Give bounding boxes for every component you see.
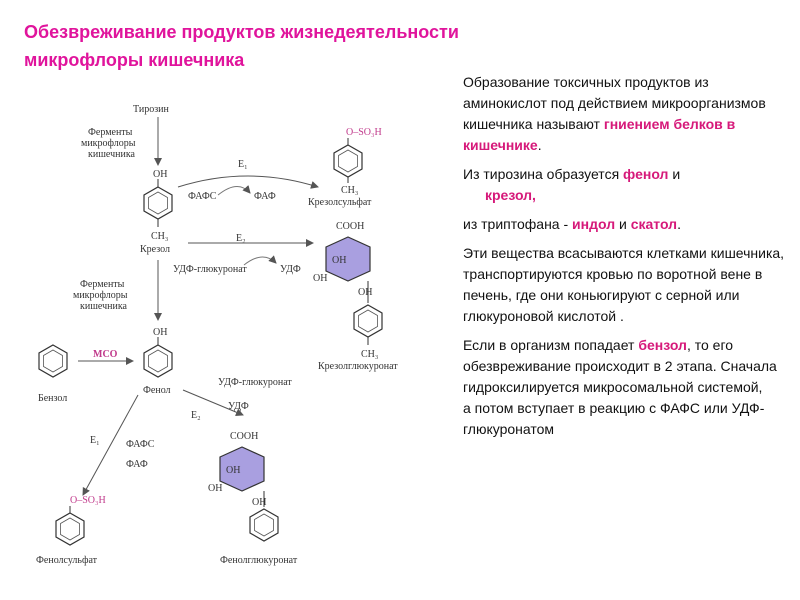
phenolgluc-oh-left: OH <box>208 483 222 494</box>
phenol-ring <box>143 344 173 378</box>
phenolgluc-oh-bottom: OH <box>252 497 266 508</box>
arrow-udpgluc-udp <box>243 255 277 266</box>
highlight-putrefaction: гниением белков в кишечнике <box>463 116 736 153</box>
phenol-oh: OH <box>153 327 167 338</box>
enzymes-label-1: Ферменты микрофлоры кишечника <box>81 127 138 160</box>
udpgluc-top: УДФ-глюкуронат <box>173 264 247 275</box>
paragraph-benzene: Если в организм попадает бензол, то его … <box>463 335 788 440</box>
cresolsulfate-ring <box>333 144 363 178</box>
benzene-label: Бензол <box>38 393 67 404</box>
detox-scheme: Тирозин Ферменты микрофлоры кишечника OH… <box>36 104 398 566</box>
benzene-ring <box>38 344 68 378</box>
mco-label: МСО <box>93 349 118 360</box>
udp-top: УДФ <box>280 264 301 275</box>
title-line-1: Обезвреживание продуктов жизнедеятельнос… <box>24 22 459 42</box>
phenolgluc-ring <box>249 508 279 542</box>
faf-top: ФАФ <box>254 191 276 202</box>
highlight-cresol: крезол, <box>485 187 536 203</box>
cresol-ring <box>143 186 173 220</box>
paragraph-tyrosine: Из тирозина образуется фенол и крезол, <box>463 164 788 206</box>
udp-bottom: УДФ <box>228 401 249 412</box>
e1-bottom: E₁ <box>90 435 100 446</box>
paragraph-absorption: Эти вещества всасываются клетками кишечн… <box>463 245 785 324</box>
cresolsulfate-ch3: CH₃ <box>341 185 358 196</box>
tyrosine-label: Тирозин <box>133 104 170 115</box>
arrow-cresol-sulfation <box>177 175 319 189</box>
faf-bottom: ФАФ <box>126 459 148 470</box>
highlight-phenol: фенол <box>623 166 669 182</box>
arrow-phenol-glucuronidation <box>182 389 244 416</box>
highlight-benzene: бензол <box>638 337 687 353</box>
cresolgluc-label: Крезолглюкуронат <box>318 361 398 372</box>
cresol-label: Крезол <box>140 244 170 255</box>
e2-bottom: E₂ <box>191 410 201 421</box>
text-segment: . <box>537 137 542 153</box>
phenolsulfate-label: Фенолсульфат <box>36 555 98 566</box>
cresol-ch3: CH₃ <box>151 231 168 242</box>
phenolgluc-label: Фенолглюкуронат <box>220 555 298 566</box>
arrow-phenol-sulfation <box>82 394 139 496</box>
phenol-label: Фенол <box>143 385 171 396</box>
paragraph-putrefaction: Образование токсичных продуктов из амино… <box>463 72 788 156</box>
text-segment: и <box>615 216 631 232</box>
cresolgluc-oh-inner: OH <box>332 255 346 266</box>
title-line-2: микрофлоры кишечника <box>24 50 245 70</box>
text-segment: Если в организм попадает <box>463 337 639 353</box>
cresolgluc-oh-left: OH <box>313 273 327 284</box>
slide-title: Обезвреживание продуктов жизнедеятельнос… <box>24 18 584 74</box>
text-segment: , то его обезвреживание происходит в 2 э… <box>463 337 777 395</box>
enzymes-label-2: Ферменты микрофлоры кишечника <box>73 279 130 312</box>
highlight-skatole: скатол <box>630 216 678 232</box>
cresolgluc-cooh: COOH <box>336 221 364 232</box>
fafs-bottom: ФАФС <box>126 439 155 450</box>
fafs-top: ФАФС <box>188 191 217 202</box>
udpgluc-bottom: УДФ-глюкуронат <box>218 377 292 388</box>
cresolsulfate-oso3h: O–SO₃H <box>346 127 382 138</box>
phenolsulfate-ring <box>55 512 85 546</box>
phenolsulfate-oso3h: O–SO₃H <box>70 495 106 506</box>
text-segment: Из тирозина образуется <box>463 166 624 182</box>
text-segment: а потом вступает в реакцию с ФАФС или УД… <box>463 400 765 437</box>
cresolsulfate-label: Крезолсульфат <box>308 197 372 208</box>
explanation-text: Образование токсичных продуктов из амино… <box>463 72 788 448</box>
text-segment: Образование токсичных продуктов из амино… <box>463 74 766 132</box>
e1-top: E₁ <box>238 159 248 170</box>
cresolgluc-oh-bottom: OH <box>358 287 372 298</box>
cresolgluc-ring <box>353 304 383 338</box>
cresolgluc-ch3: CH₃ <box>361 349 378 360</box>
phenolgluc-oh-inner: OH <box>226 465 240 476</box>
arrow-fafs-faf <box>217 185 251 196</box>
cresol-oh: OH <box>153 169 167 180</box>
text-segment: . <box>677 216 681 232</box>
paragraph-tryptophan: из триптофана - индол и скатол. <box>463 214 788 235</box>
text-segment: и <box>668 166 681 182</box>
phenolgluc-cooh: COOH <box>230 431 258 442</box>
highlight-indole: индол <box>572 216 616 232</box>
text-segment: из триптофана - <box>463 216 573 232</box>
e2-top: E₂ <box>236 233 246 244</box>
